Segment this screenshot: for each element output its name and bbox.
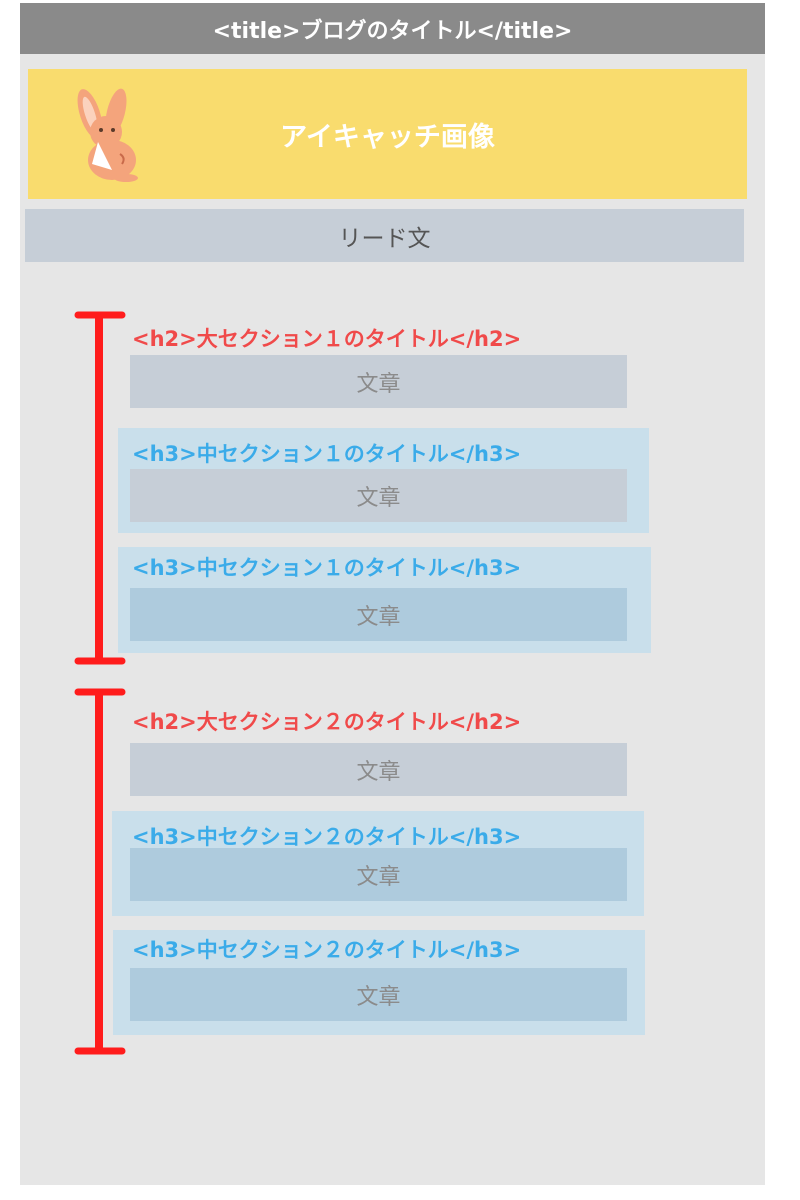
lead-label: リード文 xyxy=(338,225,431,252)
eyecatch-image-area: アイキャッチ画像 xyxy=(28,69,747,199)
eyecatch-label: アイキャッチ画像 xyxy=(280,121,495,153)
rabbit-icon xyxy=(77,88,138,182)
section-1-h2-title: <h2>大セクション１のタイトル</h2> xyxy=(132,327,522,351)
section-2-h2-title: <h2>大セクション２のタイトル</h2> xyxy=(132,710,522,734)
section-1-sub-1-body-text: 文章 xyxy=(130,469,627,522)
section-1-bracket xyxy=(74,311,126,665)
section-1-sub-2-body-text: 文章 xyxy=(130,588,627,641)
section-1-body-text: 文章 xyxy=(130,355,627,408)
section-2-bracket xyxy=(74,688,126,1055)
section-2-sub-1-h3-title: <h3>中セクション２のタイトル</h3> xyxy=(132,825,522,849)
section-2-sub-2-body-text: 文章 xyxy=(130,968,627,1021)
section-1-sub-1-h3-title: <h3>中セクション１のタイトル</h3> xyxy=(132,442,522,466)
section-2-body-text: 文章 xyxy=(130,743,627,796)
section-2-sub-2-h3-title: <h3>中セクション２のタイトル</h3> xyxy=(132,938,522,962)
section-1-sub-2-h3-title: <h3>中セクション１のタイトル</h3> xyxy=(132,556,522,580)
section-2-sub-1-body-text: 文章 xyxy=(130,848,627,901)
title-tag-text: <title>ブログのタイトル</title> xyxy=(212,18,573,44)
title-bar: <title>ブログのタイトル</title> xyxy=(20,3,765,54)
lead-text-block: リード文 xyxy=(25,209,744,262)
